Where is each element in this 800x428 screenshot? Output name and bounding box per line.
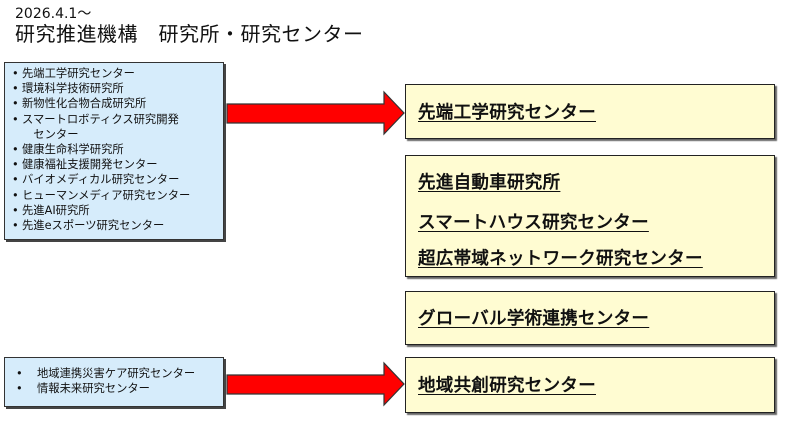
effective-date: 2026.4.1～ xyxy=(15,6,92,22)
source-box-top: 先端工学研究センター 環境科学技術研究所 新物性化合物合成研究所 スマートロボテ… xyxy=(4,62,224,240)
source-item: 地域連携災害ケア研究センター xyxy=(13,366,219,381)
destination-box-2: 先進自動車研究所 スマートハウス研究センター 超広帯域ネットワーク研究センター xyxy=(405,155,775,277)
source-item: 情報未来研究センター xyxy=(13,381,219,396)
destination-item: 先端工学研究センター xyxy=(418,103,596,123)
source-item: 健康福祉支援開発センター xyxy=(10,157,219,172)
destination-box-4: 地域共創研究センター xyxy=(405,357,775,413)
page-title: 研究推進機構 研究所・研究センター xyxy=(15,22,364,46)
destination-item: 地域共創研究センター xyxy=(418,376,596,396)
arrow-right-icon xyxy=(226,90,405,136)
destination-item: 先進自動車研究所 xyxy=(418,173,561,193)
destination-item: グローバル学術連携センター xyxy=(418,309,650,329)
source-item: 健康生命科学研究所 xyxy=(10,142,219,157)
destination-box-1: 先端工学研究センター xyxy=(405,84,775,139)
arrow-right-icon xyxy=(226,361,405,407)
source-item: ヒューマンメディア研究センター xyxy=(10,188,219,203)
source-item: 新物性化合物合成研究所 xyxy=(10,96,219,111)
destination-item: スマートハウス研究センター xyxy=(418,213,649,233)
source-item-continuation: センター xyxy=(22,127,79,141)
destination-box-3: グローバル学術連携センター xyxy=(405,291,775,345)
arrow-bottom xyxy=(226,361,405,407)
source-item: 先進AI研究所 xyxy=(10,203,219,218)
source-item: 先進eスポーツ研究センター xyxy=(10,218,219,233)
destination-item: 超広帯域ネットワーク研究センター xyxy=(418,249,703,269)
source-item: バイオメディカル研究センター xyxy=(10,172,219,187)
source-list-top: 先端工学研究センター 環境科学技術研究所 新物性化合物合成研究所 スマートロボテ… xyxy=(10,66,219,233)
arrow-top xyxy=(226,90,405,136)
source-item: 環境科学技術研究所 xyxy=(10,81,219,96)
source-item: 先端工学研究センター xyxy=(10,66,219,81)
source-box-bottom: 地域連携災害ケア研究センター 情報未来研究センター xyxy=(4,357,224,407)
source-item: スマートロボティクス研究開発 xyxy=(10,112,219,127)
source-list-bottom: 地域連携災害ケア研究センター 情報未来研究センター xyxy=(13,366,219,397)
